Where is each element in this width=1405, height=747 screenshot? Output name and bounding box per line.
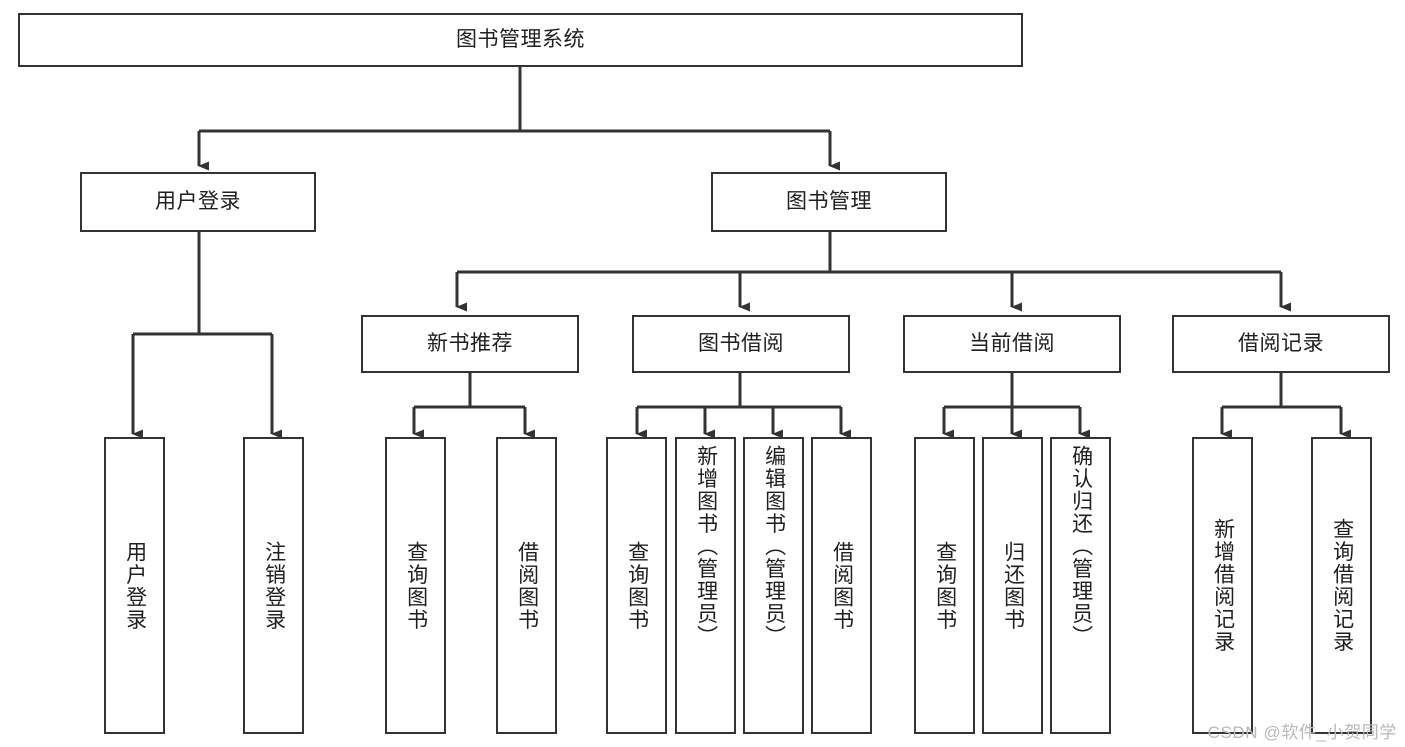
node-leaf-current-borrow-return[interactable]: 归还图书 — [982, 437, 1043, 734]
node-new-book-recommendation[interactable]: 新书推荐 — [361, 315, 579, 373]
node-leaf-user-login-signin[interactable]: 用户登录 — [104, 437, 165, 734]
node-leaf-book-borrow-edit[interactable]: 编辑图书（管理员） — [743, 437, 804, 734]
node-label: 图书借阅 — [698, 332, 784, 356]
node-label: 用户登录 — [123, 540, 147, 631]
node-leaf-borrow-record-add[interactable]: 新增借阅记录 — [1192, 437, 1253, 734]
node-label: 借阅图书 — [515, 540, 539, 631]
node-label: 注销登录 — [262, 540, 286, 631]
node-leaf-book-borrow-borrow[interactable]: 借阅图书 — [811, 437, 872, 734]
node-leaf-borrow-record-query[interactable]: 查询借阅记录 — [1311, 437, 1372, 734]
node-borrowing-record[interactable]: 借阅记录 — [1172, 315, 1390, 373]
node-label: 编辑图书（管理员） — [762, 445, 786, 648]
node-leaf-new-book-borrow[interactable]: 借阅图书 — [496, 437, 557, 734]
node-leaf-new-book-query[interactable]: 查询图书 — [385, 437, 446, 734]
node-user-login[interactable]: 用户登录 — [80, 172, 316, 232]
node-leaf-book-borrow-add[interactable]: 新增图书（管理员） — [675, 437, 736, 734]
node-label: 当前借阅 — [969, 332, 1055, 356]
csdn-watermark: CSDN @软件_小贺同学 — [1207, 723, 1397, 742]
node-label: 借阅记录 — [1238, 332, 1324, 356]
node-leaf-user-login-signout[interactable]: 注销登录 — [243, 437, 304, 734]
node-current-borrowing[interactable]: 当前借阅 — [903, 315, 1121, 373]
node-label: 查询图书 — [404, 540, 428, 631]
node-leaf-current-borrow-query[interactable]: 查询图书 — [914, 437, 975, 734]
node-label: 用户登录 — [155, 190, 241, 214]
node-label: 查询借阅记录 — [1330, 518, 1354, 653]
node-label: 新增借阅记录 — [1211, 518, 1235, 653]
node-leaf-book-borrow-query[interactable]: 查询图书 — [606, 437, 667, 734]
node-label: 借阅图书 — [830, 540, 854, 631]
node-label: 确认归还（管理员） — [1069, 445, 1093, 648]
node-book-borrowing[interactable]: 图书借阅 — [632, 315, 850, 373]
node-label: 归还图书 — [1001, 540, 1025, 631]
node-label: 图书管理系统 — [456, 28, 585, 52]
node-leaf-current-borrow-confirm-return[interactable]: 确认归还（管理员） — [1050, 437, 1111, 734]
node-label: 查询图书 — [625, 540, 649, 631]
node-label: 查询图书 — [933, 540, 957, 631]
node-label: 图书管理 — [786, 190, 872, 214]
node-label: 新书推荐 — [427, 332, 513, 356]
node-label: 新增图书（管理员） — [694, 445, 718, 648]
node-book-management[interactable]: 图书管理 — [711, 172, 947, 232]
node-root-book-management-system[interactable]: 图书管理系统 — [18, 13, 1023, 67]
